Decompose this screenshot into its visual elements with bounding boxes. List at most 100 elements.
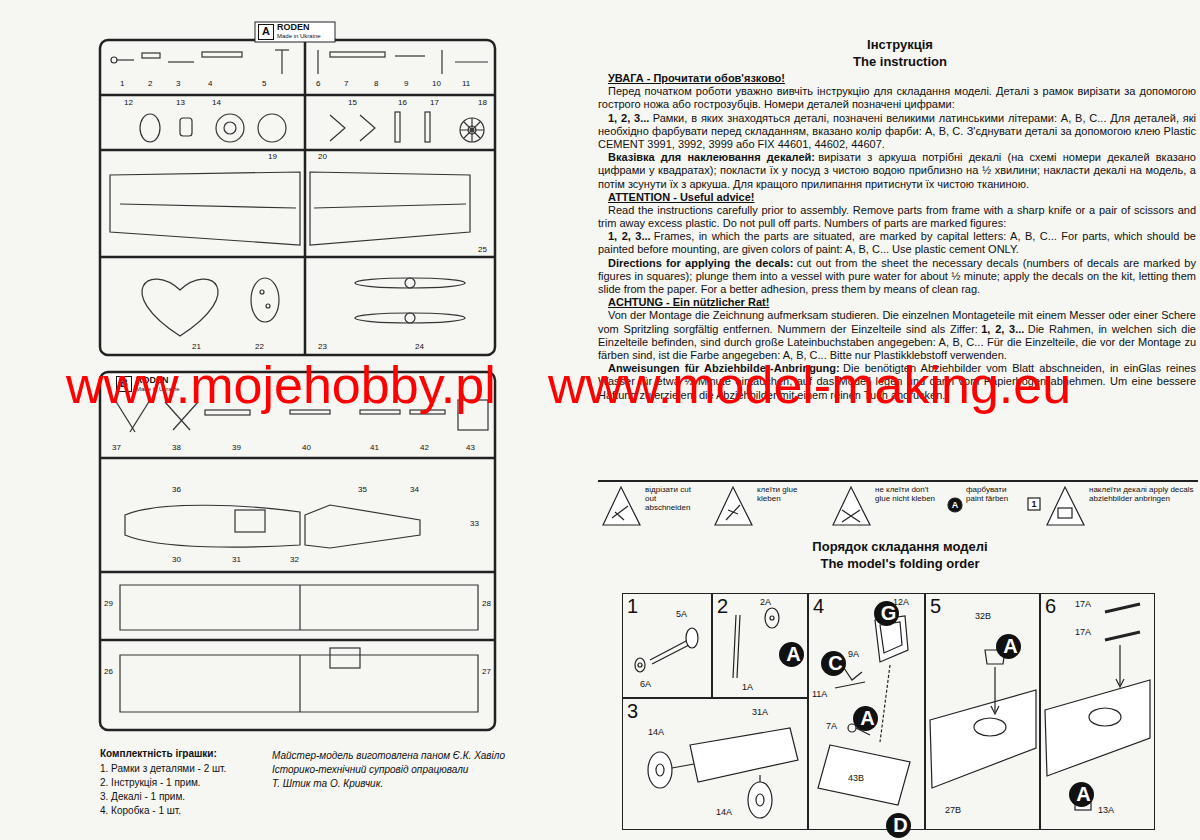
legend-entry: відрізати cut out abschneiden: [645, 486, 703, 512]
credits-note: Т. Штик та О. Кривчик.: [272, 778, 383, 789]
part-number: 15: [348, 99, 357, 108]
part-number: 17: [430, 99, 439, 108]
instruction-heading: 1, 2, 3...: [608, 230, 651, 242]
part-number: 7: [344, 80, 348, 89]
sprue-part: [110, 172, 300, 245]
part-number: 33: [470, 520, 479, 529]
legend-entry: не клеїти don't glue nicht kleben: [875, 486, 939, 504]
assembly-step-box: 5A: [925, 593, 1040, 830]
paint-color-marker: A: [853, 706, 878, 731]
paragraph: Перед початком роботи уважно вивчіть інс…: [598, 85, 1196, 111]
callout-number: 31A: [752, 708, 768, 718]
paragraph: ATTENTION - Useful advice!: [598, 191, 1196, 204]
assembly-drawing: [650, 640, 688, 660]
sprue-part: [235, 510, 265, 532]
part-number: 31: [232, 556, 241, 565]
part-number: 1: [120, 80, 124, 89]
assembly-drawing: [1105, 604, 1140, 612]
sprue-part: [266, 304, 270, 308]
contents-item: 4. Коробка - 1 шт.: [100, 805, 181, 816]
sprue-part: [111, 57, 117, 63]
callout-number: 9A: [848, 650, 859, 660]
part-number: 8: [374, 80, 378, 89]
sprue-part: [405, 278, 415, 288]
legend-symbol: [715, 487, 752, 525]
sprue-part: [281, 50, 282, 74]
marker-letter: C: [824, 651, 842, 674]
step-number: 5: [926, 594, 1039, 617]
part-number: 4: [208, 80, 212, 89]
part-number: 27: [482, 668, 491, 677]
paragraph: Directions for applying the decals:cut o…: [598, 257, 1196, 297]
paragraph: 1, 2, 3...Frames, in which the parts are…: [598, 230, 1196, 256]
assembly-drawing: [974, 718, 1006, 736]
sprue-part: [117, 59, 134, 60]
callout-number: 5A: [676, 610, 687, 620]
sprue-part: [360, 115, 375, 141]
legend-symbol: [1028, 498, 1040, 510]
paint-color-marker: D: [886, 813, 911, 838]
sprue-part: [460, 118, 484, 142]
sprue-letter-box: A: [258, 24, 274, 40]
step-number: 1: [623, 594, 711, 617]
assembly-drawing: [880, 665, 890, 742]
sprue-part: [251, 278, 279, 322]
sprue-part: [168, 61, 194, 62]
assembly-drawing: [686, 628, 698, 648]
paint-color-marker: G: [874, 601, 899, 626]
sprue-part: [140, 114, 160, 142]
callout-number: 32B: [975, 612, 991, 622]
sprue-part: [299, 585, 300, 630]
paragraph: Вказівка для наклеювання декалей:вирізат…: [598, 151, 1196, 191]
sprue-part: [441, 50, 442, 74]
sprue-part: [120, 585, 478, 630]
watermark: www.model-making.eu: [548, 357, 1071, 414]
part-number: 9: [404, 80, 408, 89]
part-number: 16: [398, 99, 407, 108]
callout-number: 6A: [640, 680, 651, 690]
assembly-drawing: [1089, 708, 1121, 726]
assembly-drawing: [733, 615, 736, 678]
callout-number: 43B: [848, 774, 864, 784]
title: Інструкція: [600, 38, 1200, 52]
sprue-part: [120, 204, 296, 208]
sprue-frame: [100, 94, 495, 97]
callout-number: 7A: [826, 722, 837, 732]
paragraph: ACHTUNG - Ein nützlicher Rat!: [598, 296, 1196, 309]
assembly-drawing: [638, 663, 642, 667]
instruction-heading: ACHTUNG - Ein nützlicher Rat!: [608, 296, 769, 308]
legend-entry: фарбувати paint färben: [966, 486, 1024, 504]
callout-number: 13A: [1098, 806, 1114, 816]
instruction-heading: Directions for applying the decals:: [608, 257, 793, 269]
assembly-drawing: [737, 615, 740, 678]
contents-heading: Комплектність іграшки:: [100, 748, 217, 759]
part-number: 28: [482, 600, 491, 609]
legend-symbol: [833, 487, 870, 525]
callout-number: 17A: [1075, 628, 1091, 638]
part-number: 36: [172, 486, 181, 495]
part-number: 42: [420, 444, 429, 453]
instruction-column: УВАГА - Прочитати обов'язково!Перед поча…: [598, 72, 1196, 402]
part-number: 29: [104, 600, 113, 609]
sprue-part: [305, 505, 420, 548]
part-number: 39: [232, 444, 241, 453]
part-number: 37: [112, 444, 121, 453]
contents-item: 1. Рамки з деталями - 2 шт.: [100, 763, 226, 774]
assembly-step-box: 2A: [712, 593, 808, 698]
assembly-drawing: [991, 706, 999, 714]
marker-letter: A: [856, 706, 874, 729]
part-number: 13: [176, 99, 185, 108]
marker-letter: G: [877, 601, 897, 624]
assembly-drawing: [756, 794, 764, 806]
sprue-frame: [100, 457, 495, 460]
assembly-drawing: [765, 608, 779, 628]
sprue-part: [275, 49, 289, 50]
paint-color-marker: A: [1069, 782, 1094, 807]
part-number: 30: [172, 556, 181, 565]
contents-item: 3. Декалі - 1 прим.: [100, 791, 185, 802]
sprue-part: [202, 52, 242, 57]
part-number: 18: [478, 99, 487, 108]
legend-symbol: [598, 481, 1198, 525]
paint-color-marker: A: [996, 634, 1021, 659]
sprue-part: [299, 655, 300, 712]
